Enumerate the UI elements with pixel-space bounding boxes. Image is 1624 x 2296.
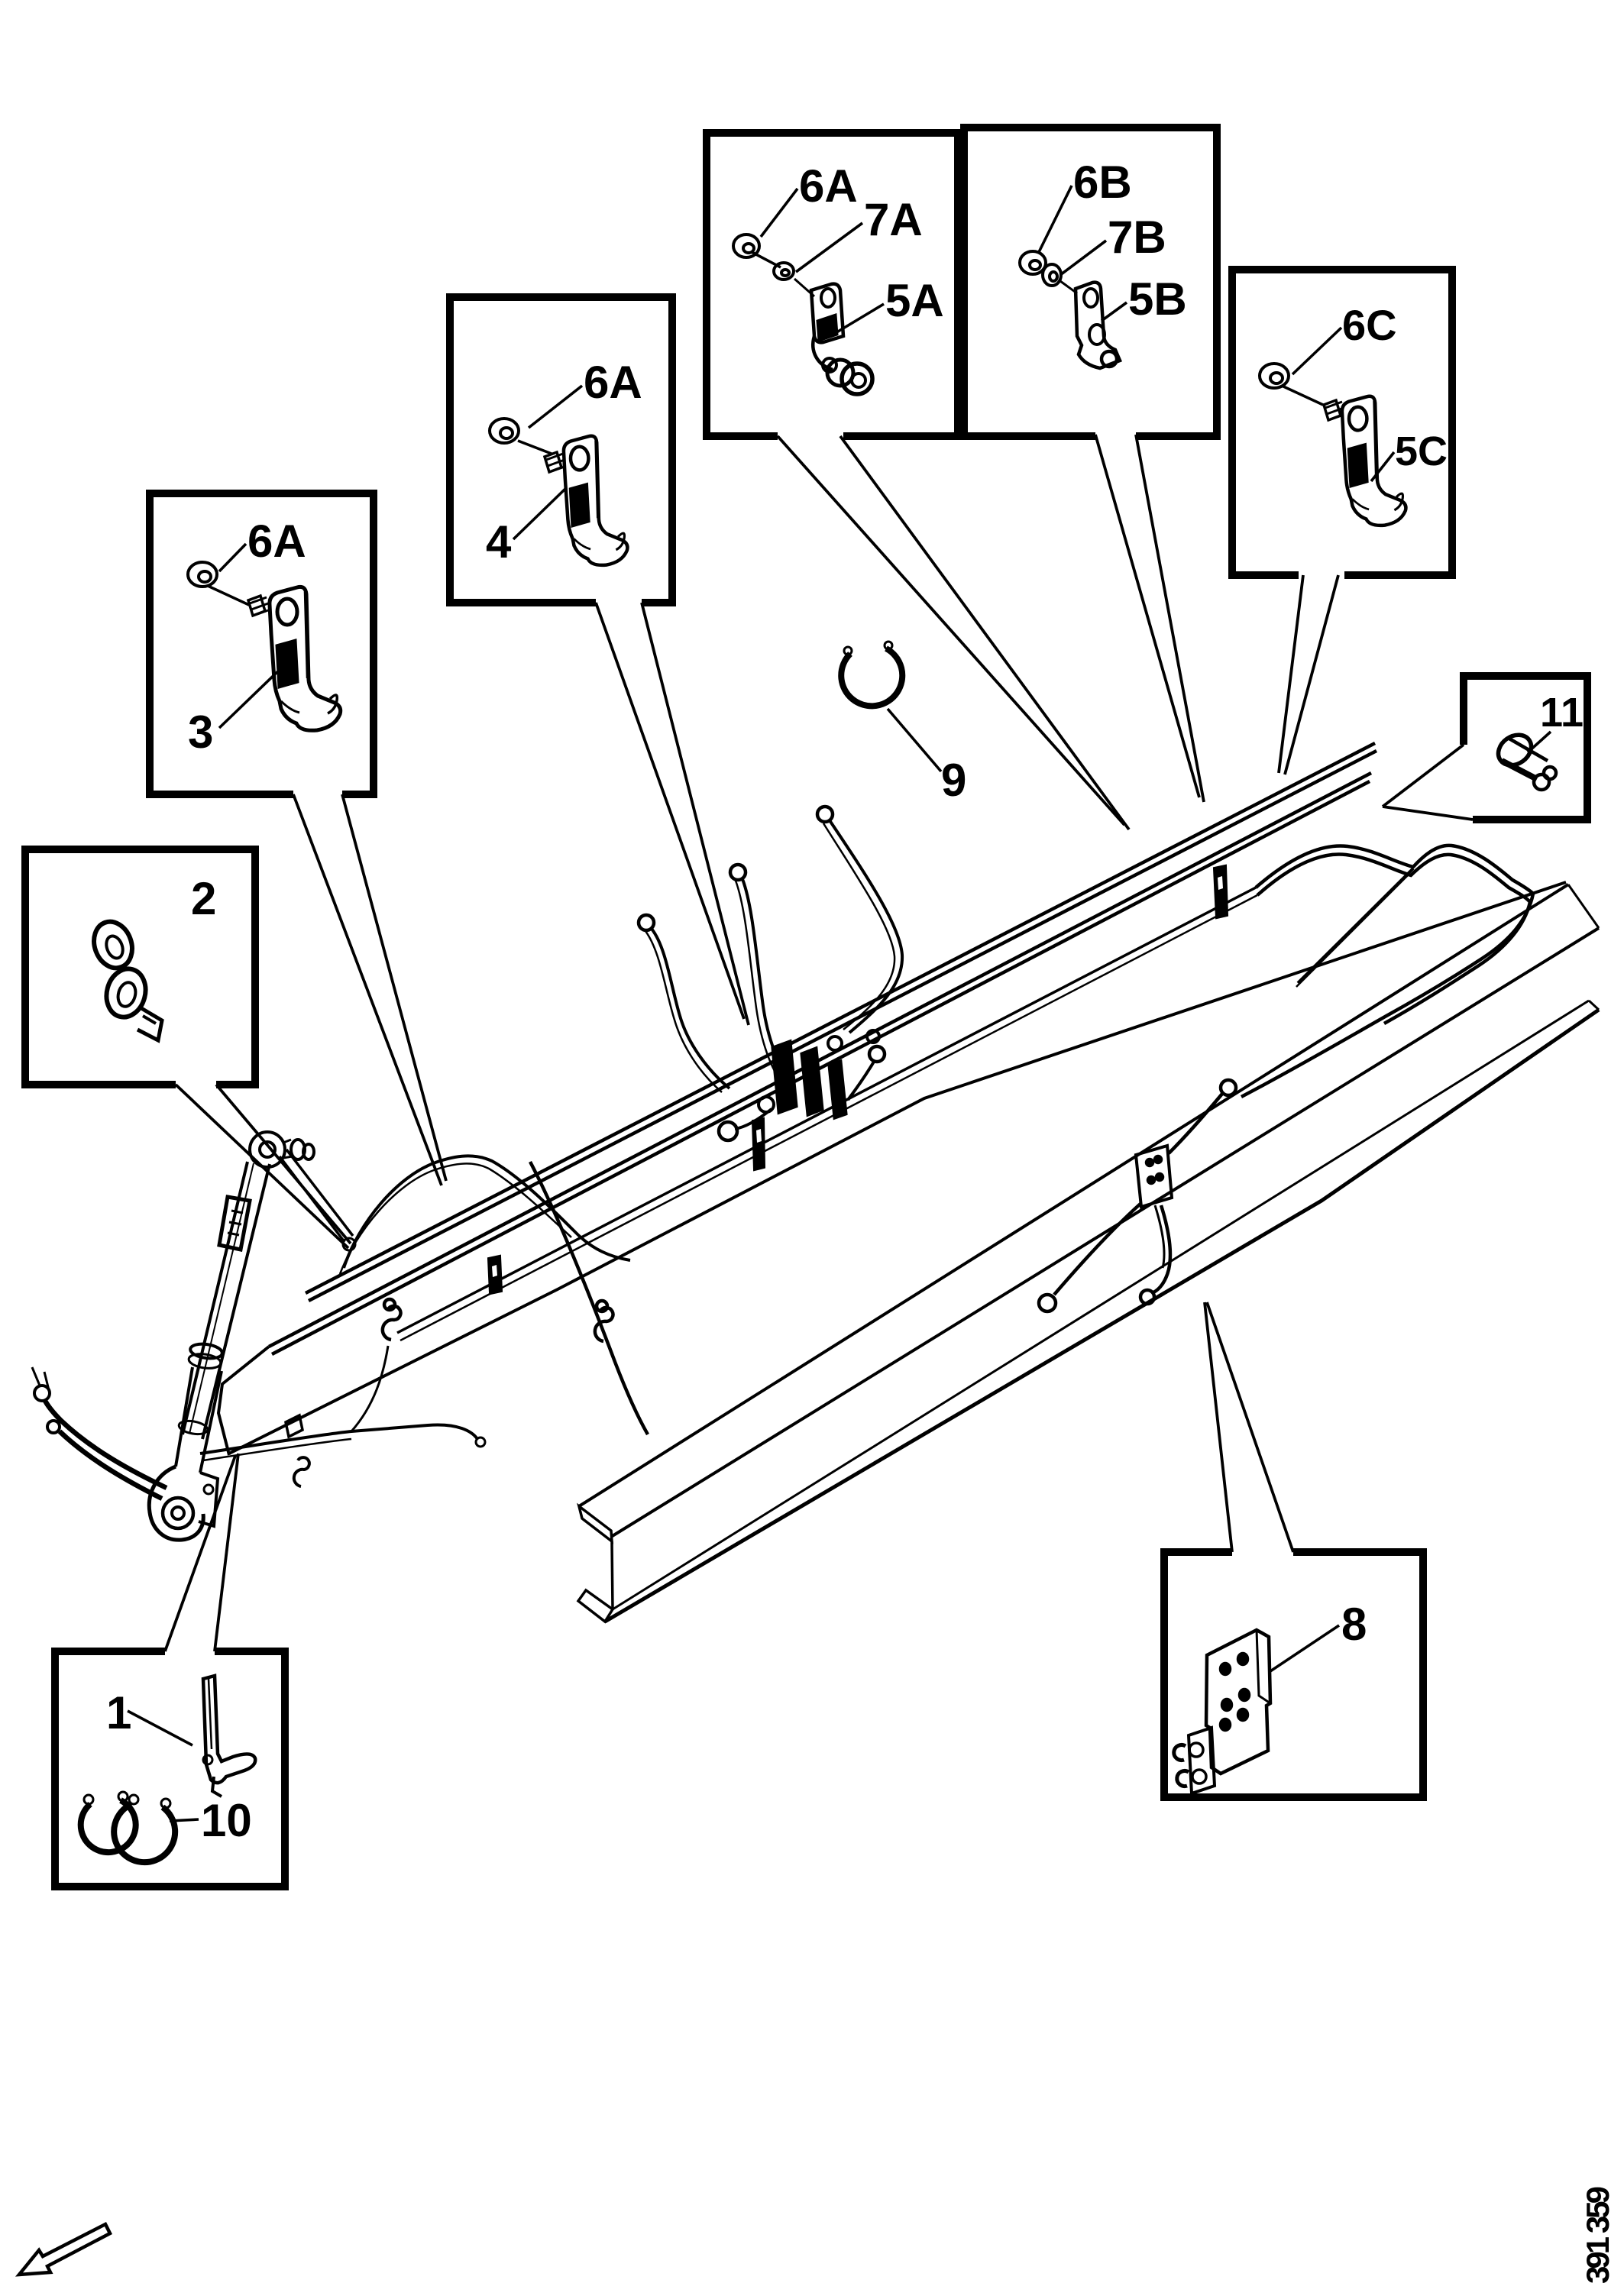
svg-text:4: 4 xyxy=(486,516,512,568)
svg-text:5A: 5A xyxy=(885,275,944,326)
svg-text:6C: 6C xyxy=(1342,301,1397,349)
svg-text:7A: 7A xyxy=(864,194,923,245)
svg-text:6A: 6A xyxy=(584,357,642,408)
svg-text:6A: 6A xyxy=(799,160,858,212)
svg-text:391 359: 391 359 xyxy=(1580,2186,1616,2284)
svg-text:8: 8 xyxy=(1341,1599,1367,1650)
svg-text:11: 11 xyxy=(1540,690,1584,736)
svg-text:2: 2 xyxy=(191,873,216,924)
svg-text:7B: 7B xyxy=(1108,212,1166,263)
svg-text:5B: 5B xyxy=(1128,273,1187,325)
svg-text:10: 10 xyxy=(201,1795,252,1846)
svg-text:1: 1 xyxy=(106,1687,131,1738)
svg-text:6B: 6B xyxy=(1073,157,1132,208)
svg-text:3: 3 xyxy=(188,707,213,758)
svg-text:9: 9 xyxy=(941,755,966,806)
svg-text:5C: 5C xyxy=(1395,428,1448,474)
svg-text:6A: 6A xyxy=(247,516,306,567)
